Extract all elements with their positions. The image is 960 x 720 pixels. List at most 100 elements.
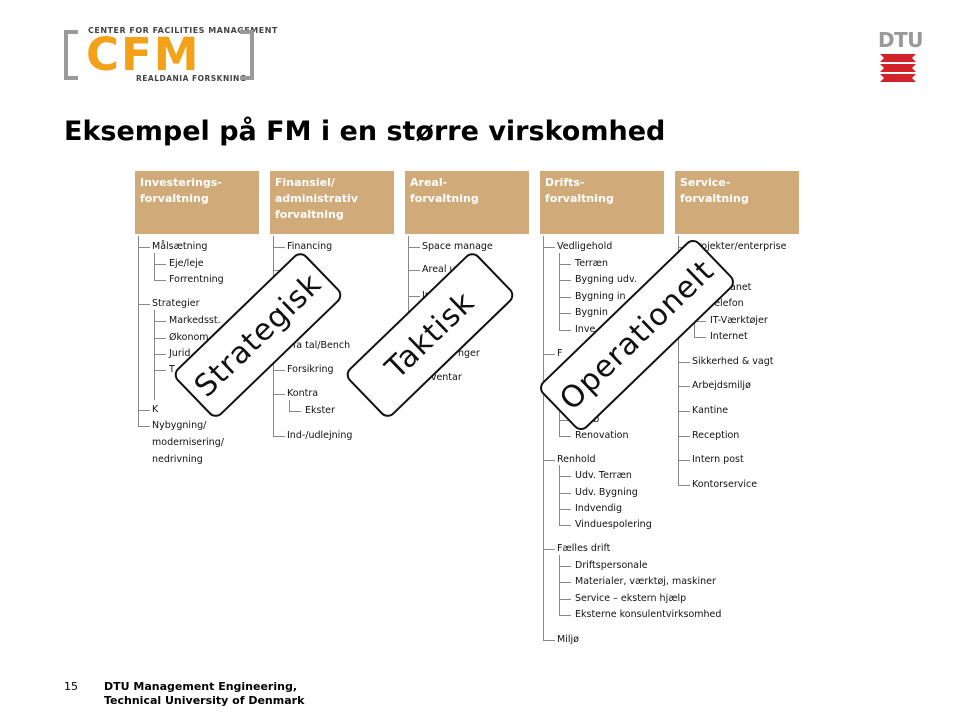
- tree-item: Inve: [575, 324, 596, 335]
- tree-line: [559, 390, 560, 437]
- tree-line: [154, 321, 166, 322]
- tree-item: Sikkerhed & vagt: [692, 356, 774, 367]
- tree-line: [678, 386, 690, 387]
- tree-line: [559, 420, 571, 421]
- tree-item: nedrivning: [152, 454, 203, 465]
- tree-item: nger: [458, 348, 480, 359]
- tree-line: [543, 354, 555, 355]
- tree-item: Renhold: [557, 454, 596, 465]
- tree-item: Financing: [287, 241, 333, 252]
- tree-line: [559, 436, 571, 437]
- tree-line: [408, 247, 420, 248]
- tree-item: Service – ekstern hjælp: [575, 593, 687, 604]
- tree-item: Reception: [692, 430, 740, 441]
- tree-line: [678, 362, 690, 363]
- tree-item: Arbejdsmiljø: [692, 380, 751, 391]
- tree-item: Ind-/udlejning: [287, 430, 353, 441]
- tree-item: Målsætning: [152, 241, 208, 252]
- tree-line: [559, 313, 571, 314]
- tree-item: F: [557, 348, 563, 359]
- page-title: Eksempel på FM i en større virskomhed: [64, 116, 666, 147]
- tree-item: Ekster: [305, 405, 335, 416]
- tree-line: [559, 253, 560, 330]
- tree-line: [678, 411, 690, 412]
- tree-item: Vedligehold: [557, 241, 613, 252]
- tree-item: Indvendig: [575, 503, 623, 514]
- tree-line: [154, 370, 166, 371]
- tree-item: Inventar: [422, 372, 462, 383]
- cfm-logo-left-bracket: [64, 30, 78, 80]
- footer-text: DTU Management Engineering, Technical Un…: [104, 680, 304, 708]
- tree-item: Økonom: [169, 332, 209, 343]
- tree-item: Bygning in: [575, 291, 626, 302]
- tree-item: anet: [730, 282, 752, 293]
- tree-line: [273, 247, 285, 248]
- tree-line: [138, 247, 150, 248]
- tree-item: Terræn: [575, 258, 609, 269]
- tree-item: Internet: [710, 331, 748, 342]
- tree-line: [694, 337, 706, 338]
- tree-line: [289, 400, 290, 412]
- column-header-drift: Drifts-forvaltning: [540, 171, 664, 234]
- dtu-logo-icon: [880, 54, 916, 82]
- tree-line: [678, 436, 690, 437]
- column-header-investering: Investerings-forvaltning: [135, 171, 259, 234]
- tree-line: [559, 525, 571, 526]
- tree-line: [154, 338, 166, 339]
- tree-item: Forsikring: [287, 364, 334, 375]
- tree-line: [138, 304, 150, 305]
- tree-line: [154, 280, 166, 281]
- tree-item: Eksterne konsulentvirksomhed: [575, 609, 722, 620]
- tree-line: [408, 296, 420, 297]
- tree-item: Areal udn: [422, 264, 468, 275]
- tree-line: [559, 509, 571, 510]
- dtu-logo-text: DTU: [878, 28, 923, 52]
- tree-line: [543, 247, 555, 248]
- tree-line: [559, 555, 560, 616]
- tree-item: Erfa tal/Bench: [283, 340, 351, 351]
- tree-line: [154, 310, 155, 400]
- tree-line: [559, 280, 571, 281]
- tree-item: Kontorservice: [692, 479, 758, 490]
- tree-item: K: [152, 404, 159, 415]
- tree-line: [273, 436, 285, 437]
- tree-line: [559, 599, 571, 600]
- column-header-service: Service-forvaltning: [675, 171, 799, 234]
- tree-item: Nybygning/: [152, 420, 207, 431]
- tree-item: Bygnin: [575, 307, 608, 318]
- cfm-logo-main-text: CFM: [86, 28, 201, 81]
- tree-line: [543, 460, 555, 461]
- tree-line: [559, 493, 571, 494]
- tree-item: IT-Værktøjer: [710, 315, 768, 326]
- tree-line: [678, 236, 679, 485]
- tree-line: [559, 264, 571, 265]
- tree-line: [559, 465, 560, 526]
- tree-item: Markedsst.: [169, 315, 221, 326]
- tree-item: Bygning udv.: [575, 274, 637, 285]
- tree-line: [694, 321, 706, 322]
- footer-line-2: Technical University of Denmark: [104, 694, 305, 707]
- tree-item: Udv. Terræn: [575, 470, 632, 481]
- tree-item: Jurid: [169, 348, 191, 359]
- tree-item: T: [169, 364, 175, 375]
- slide-number: 15: [64, 680, 78, 693]
- tree-line: [559, 582, 571, 583]
- tree-line: [138, 426, 150, 427]
- footer-line-1: DTU Management Engineering,: [104, 680, 298, 693]
- tree-line: [559, 615, 571, 616]
- tree-item: Strategier: [152, 298, 200, 309]
- tree-line: [543, 640, 555, 641]
- cfm-logo-bottom-text: REALDANIA FORSKNING: [136, 74, 247, 83]
- cfm-logo-right-bracket: [240, 30, 254, 80]
- tree-line: [678, 485, 690, 486]
- tree-line: [273, 394, 285, 395]
- tree-line: [154, 253, 155, 280]
- tree-line: [408, 236, 409, 379]
- tree-line: [559, 330, 571, 331]
- tree-line: [273, 370, 285, 371]
- tree-line: [289, 411, 301, 412]
- tree-line: [559, 476, 571, 477]
- tree-line: [559, 566, 571, 567]
- tree-line: [138, 236, 139, 426]
- tree-item: Projekter/enterprise: [692, 241, 787, 252]
